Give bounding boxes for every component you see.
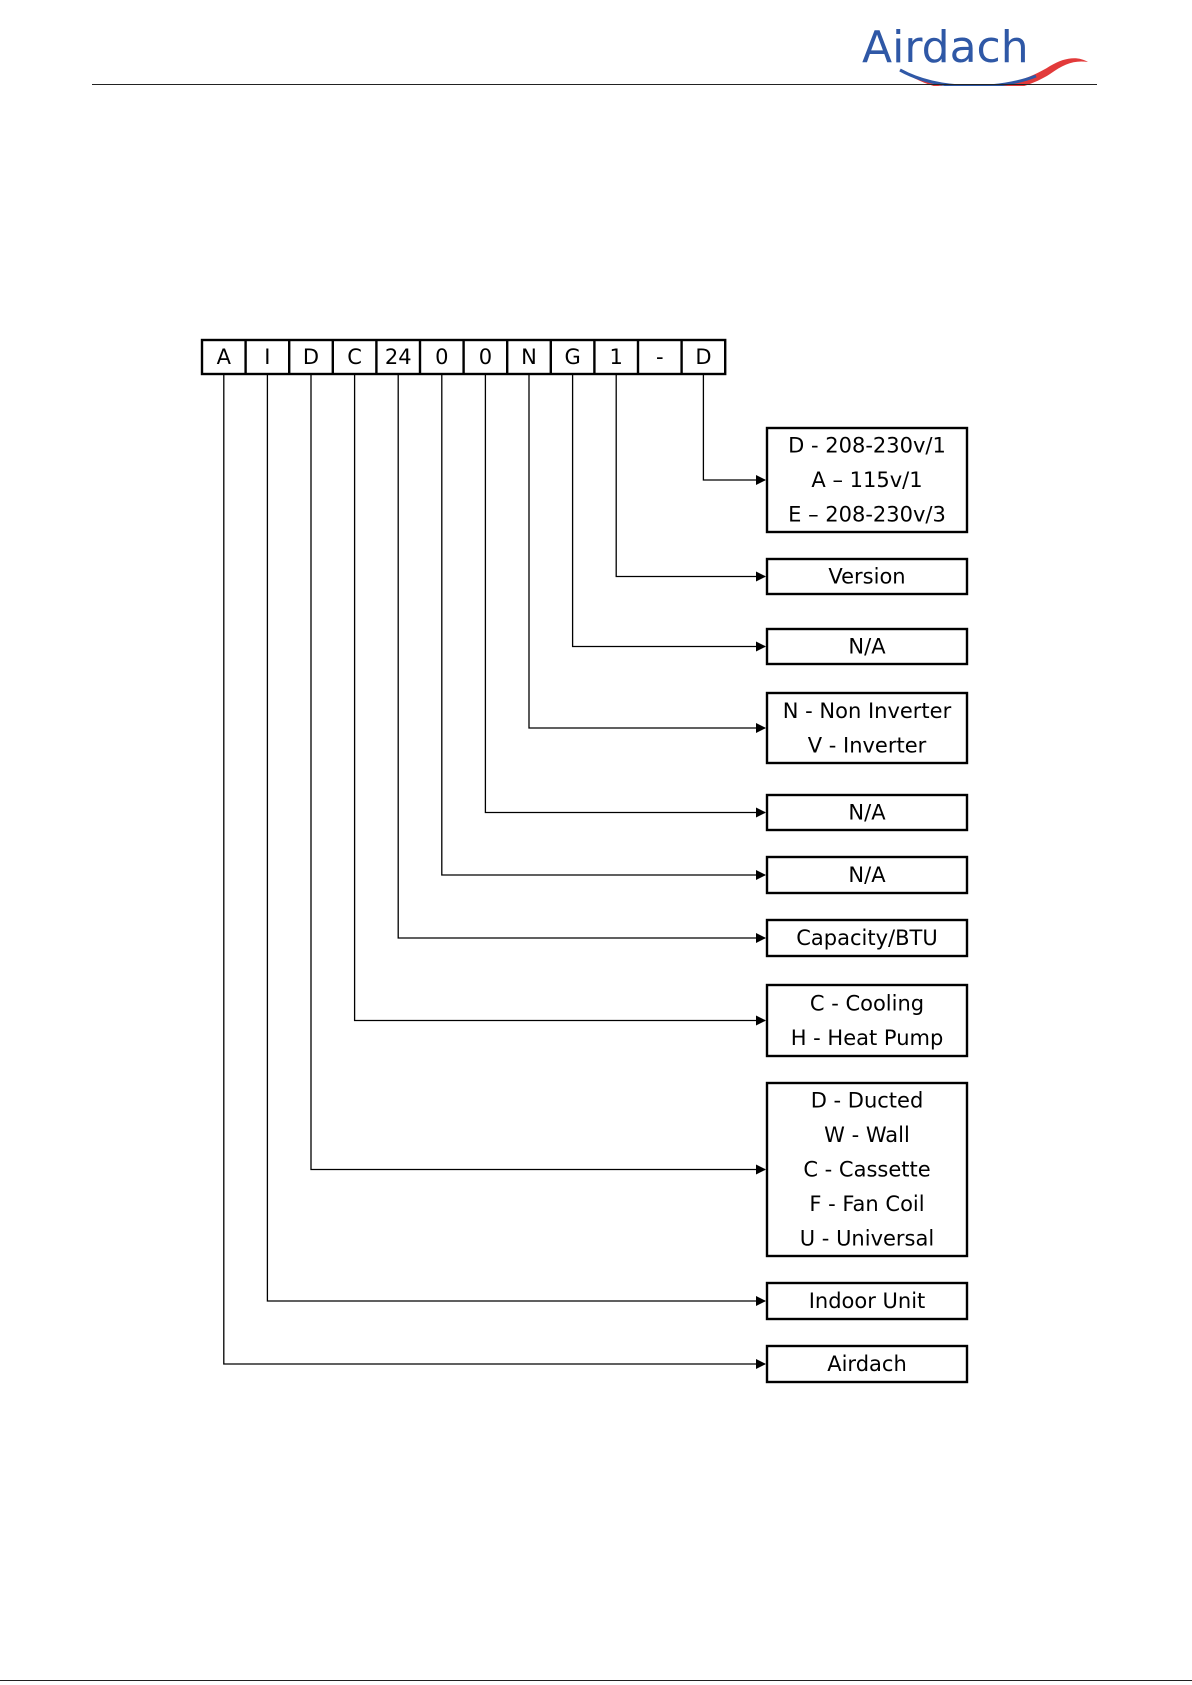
legend-box: N/A	[767, 857, 967, 893]
legend-box-line: W - Wall	[824, 1123, 910, 1147]
code-cell: A	[217, 345, 232, 369]
connector-lines	[224, 374, 765, 1364]
connector-arrow	[267, 374, 765, 1301]
connector-arrow	[398, 374, 765, 938]
legend-box-line: Version	[828, 565, 905, 589]
legend-box-line: N - Non Inverter	[783, 699, 952, 723]
connector-arrow	[311, 374, 765, 1170]
legend-box: D - Ducted W - Wall C - Cassette F - Fan Co…	[767, 1083, 967, 1256]
legend-box-line: C - Cooling	[810, 991, 924, 1015]
legend-box: Indoor Unit	[767, 1283, 967, 1319]
legend-box: Airdach	[767, 1346, 967, 1382]
code-cell-text: C	[347, 345, 362, 369]
code-cell-text: 1	[610, 345, 623, 369]
legend-box-line: U - Universal	[800, 1227, 934, 1251]
code-cell-text: I	[264, 345, 270, 369]
connector-arrow	[485, 374, 765, 813]
code-cell-text: 0	[435, 345, 448, 369]
legend-box: N/A	[767, 629, 967, 664]
legend-box-line: Airdach	[827, 1352, 907, 1376]
code-cell-text: -	[656, 345, 664, 369]
legend-box-line: A – 115v/1	[811, 468, 922, 492]
legend-box-line: N/A	[848, 863, 886, 887]
code-cell-text: 24	[385, 345, 412, 369]
legend-box-line: D - 208-230v/1	[788, 434, 946, 458]
code-cell-text: A	[217, 345, 232, 369]
code-cell-text: D	[303, 345, 319, 369]
legend-box-line: Capacity/BTU	[796, 926, 937, 950]
legend-box: Capacity/BTU	[767, 920, 967, 956]
model-code-row: A I D C 24 0 0 N G 1 - D	[202, 340, 725, 374]
legend-box: Version	[767, 559, 967, 594]
legend-boxes: D - 208-230v/1 A – 115v/1 E – 208-230v/3Ve…	[767, 428, 967, 1382]
legend-box-line: N/A	[848, 635, 886, 659]
legend-box-line: F - Fan Coil	[809, 1192, 924, 1216]
connector-arrow	[703, 374, 765, 480]
connector-arrow	[442, 374, 765, 875]
legend-box-line: V - Inverter	[808, 733, 927, 757]
legend-box-line: E – 208-230v/3	[788, 503, 946, 527]
connector-arrow	[224, 374, 765, 1364]
legend-box-line: Indoor Unit	[809, 1289, 926, 1313]
legend-box-line: D - Ducted	[811, 1089, 924, 1113]
legend-box: D - 208-230v/1 A – 115v/1 E – 208-230v/3	[767, 428, 967, 532]
legend-box: N - Non Inverter V - Inverter	[767, 693, 967, 763]
legend-box-line: H - Heat Pump	[791, 1026, 944, 1050]
code-cell-text: 0	[479, 345, 492, 369]
code-cell-text: N	[521, 345, 537, 369]
connector-arrow	[616, 374, 765, 577]
legend-box: C - Cooling H - Heat Pump	[767, 985, 967, 1056]
connector-arrow	[573, 374, 765, 647]
legend-box: N/A	[767, 795, 967, 830]
legend-box-line: N/A	[848, 801, 886, 825]
code-cell-text: D	[695, 345, 711, 369]
connector-arrow	[529, 374, 765, 728]
legend-box-line: C - Cassette	[803, 1158, 930, 1182]
code-cell-text: G	[564, 345, 580, 369]
